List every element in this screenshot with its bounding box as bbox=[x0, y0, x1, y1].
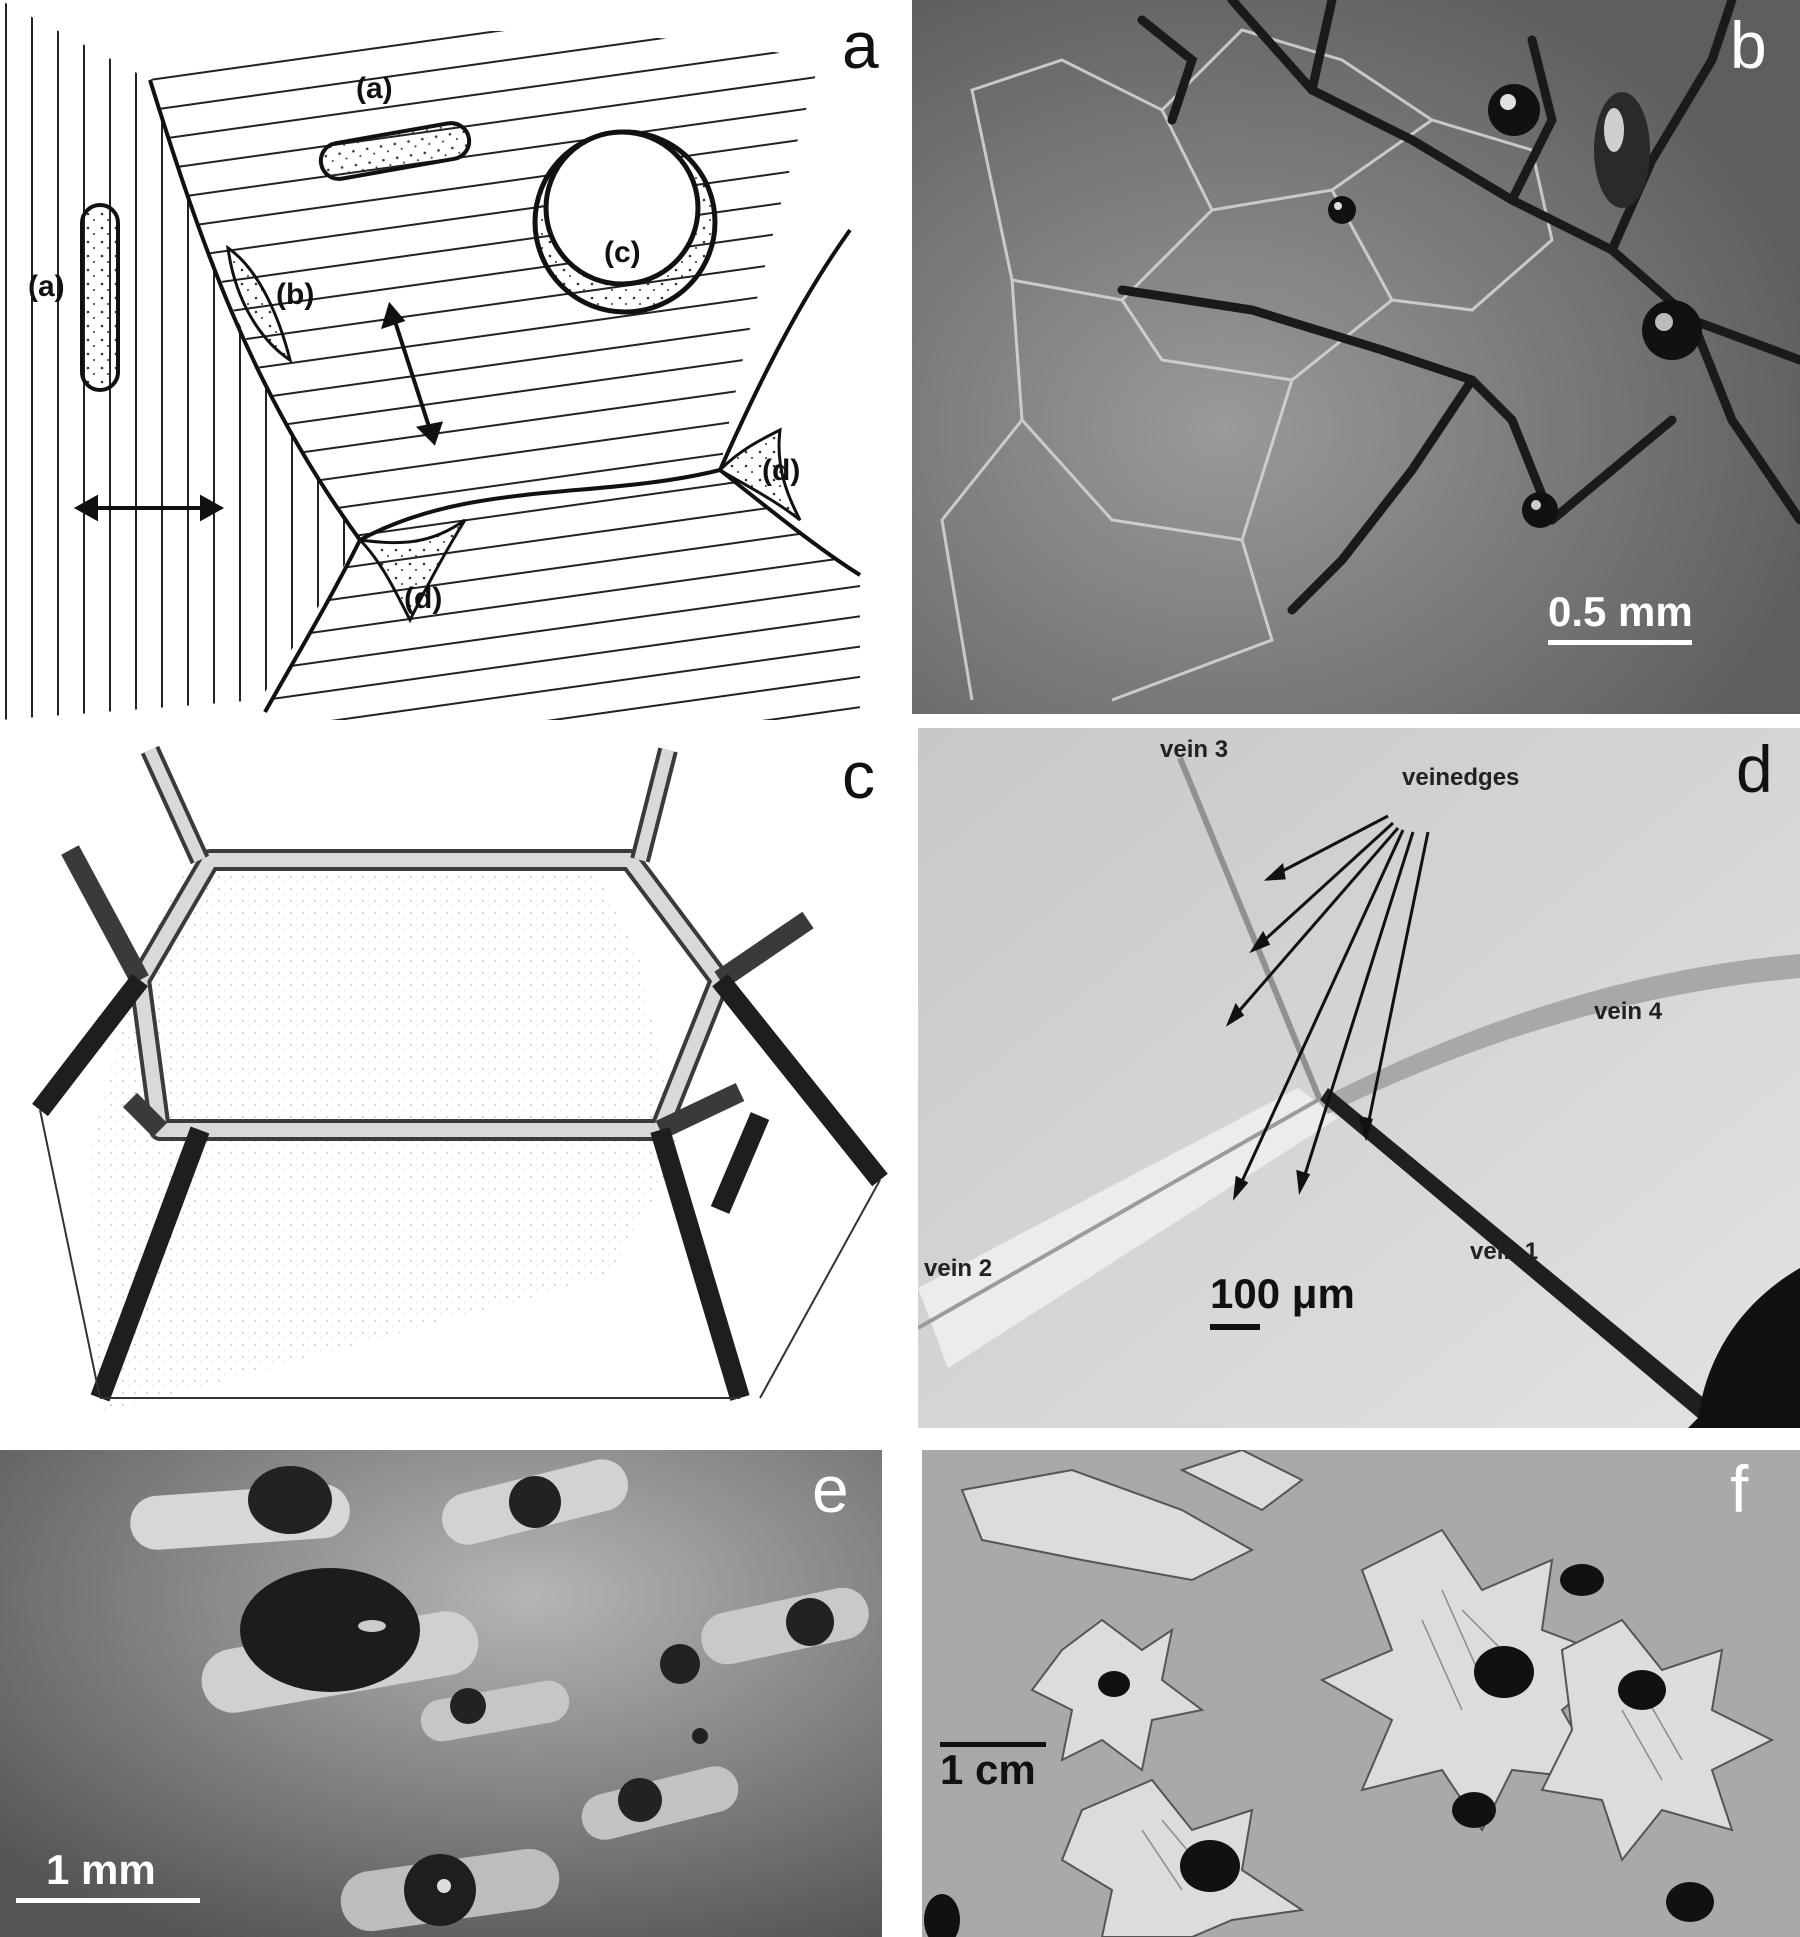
scale-label-f: 1 cm bbox=[940, 1746, 1036, 1793]
label-a-left: (a) bbox=[28, 270, 65, 303]
panel-b-micrograph: b 0.5 mm bbox=[912, 0, 1800, 714]
scale-bar-b bbox=[1548, 640, 1692, 645]
panel-a-drawing bbox=[0, 0, 862, 720]
scale-bar-f bbox=[940, 1742, 1046, 1747]
panel-e-image bbox=[0, 1450, 882, 1937]
scale-bar-d bbox=[1210, 1324, 1260, 1330]
scale-bar-e bbox=[16, 1898, 200, 1903]
panel-d-micrograph: d vein 3 veinedges vein 4 vein 2 vein 1 … bbox=[918, 728, 1800, 1428]
panel-a-schematic: a (a) (a) (b) (c) (d) (d) bbox=[0, 0, 900, 720]
label-c: (c) bbox=[604, 236, 641, 269]
scale-label-d: 100 μm bbox=[1210, 1270, 1355, 1317]
panel-f-image bbox=[922, 1450, 1800, 1937]
label-vein-3: vein 3 bbox=[1160, 736, 1229, 763]
label-d-right: (d) bbox=[762, 454, 801, 487]
scale-label-b: 0.5 mm bbox=[1548, 588, 1693, 635]
panel-letter-e: e bbox=[812, 1452, 849, 1526]
label-vein-2: vein 2 bbox=[924, 1255, 993, 1282]
panel-b-image bbox=[912, 0, 1800, 714]
panel-f-micrograph: f 1 cm bbox=[922, 1450, 1800, 1937]
label-veinedges: veinedges bbox=[1402, 764, 1520, 791]
panel-d-image bbox=[918, 728, 1800, 1428]
scale-label-e: 1 mm bbox=[46, 1846, 156, 1893]
label-vein-4: vein 4 bbox=[1594, 998, 1663, 1025]
label-b: (b) bbox=[276, 278, 315, 311]
panel-c-drawing: c bbox=[0, 730, 900, 1420]
label-vein-1: vein 1 bbox=[1470, 1238, 1539, 1265]
panel-letter-f: f bbox=[1730, 1452, 1749, 1526]
label-a-top: (a) bbox=[356, 72, 393, 105]
panel-letter-b: b bbox=[1730, 8, 1767, 82]
panel-c-network bbox=[32, 745, 888, 1414]
panel-e-micrograph: e 1 mm bbox=[0, 1450, 882, 1937]
label-d-bottom: (d) bbox=[404, 582, 443, 615]
panel-letter-c: c bbox=[842, 738, 875, 812]
panel-letter-a: a bbox=[842, 8, 879, 82]
panel-letter-d: d bbox=[1736, 732, 1773, 806]
